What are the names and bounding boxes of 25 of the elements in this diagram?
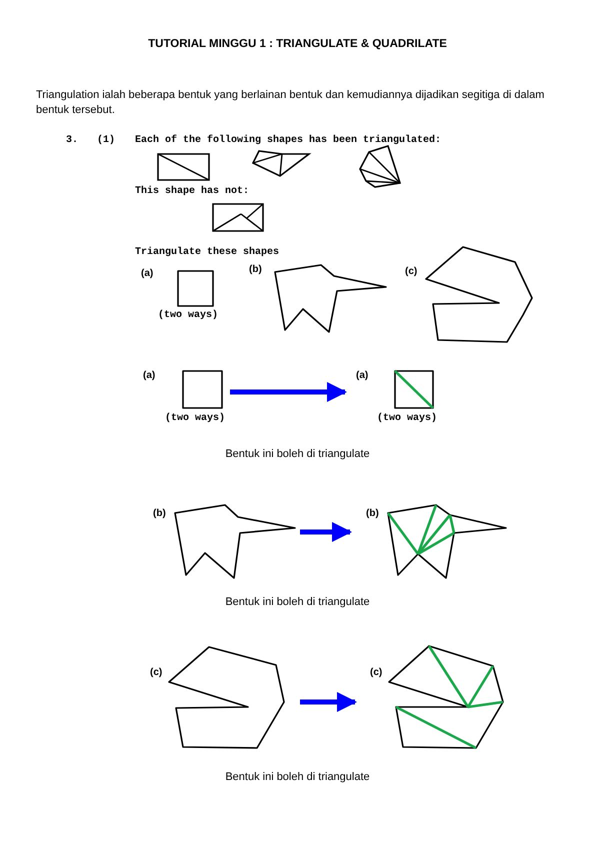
figure-note: (two ways) xyxy=(165,413,226,424)
figure-label: (c) xyxy=(150,667,162,678)
figure-note: (two ways) xyxy=(377,413,438,424)
page-title: TUTORIAL MINGGU 1 : TRIANGULATE & QUADRILATE xyxy=(147,38,448,50)
figure-label: (a) xyxy=(356,370,368,381)
instruction-text: Each of the following shapes has been triangulated: xyxy=(135,135,442,146)
caption-text: Bentuk ini boleh di triangulate xyxy=(224,770,371,785)
instruction-text: Triangulate these shapes xyxy=(135,247,280,258)
figure-label: (c) xyxy=(370,667,382,678)
arrow xyxy=(300,692,357,712)
arrow xyxy=(230,382,347,402)
intro-paragraph: Triangulation ialah beberapa bentuk yang berlainan bentuk dan kemudiannya dijadikan segitiga di dalam bentuk tersebut. xyxy=(36,88,546,118)
figure-label: (c) xyxy=(405,266,418,277)
figure-label: (b) xyxy=(366,508,379,519)
caption-text: Bentuk ini boleh di triangulate xyxy=(224,447,371,462)
figure-label: (a) xyxy=(143,370,156,381)
figure-label: (b) xyxy=(153,508,166,519)
question-number: 3. xyxy=(66,135,78,146)
caption-text: Bentuk ini boleh di triangulate xyxy=(224,595,371,610)
figure-label: (a) xyxy=(141,268,154,279)
arrow xyxy=(300,522,352,542)
figure-label: (b) xyxy=(249,264,262,275)
part-number: (1) xyxy=(97,135,116,146)
instruction-text: This shape has not: xyxy=(135,186,250,197)
figure-note: (two ways) xyxy=(158,310,218,321)
